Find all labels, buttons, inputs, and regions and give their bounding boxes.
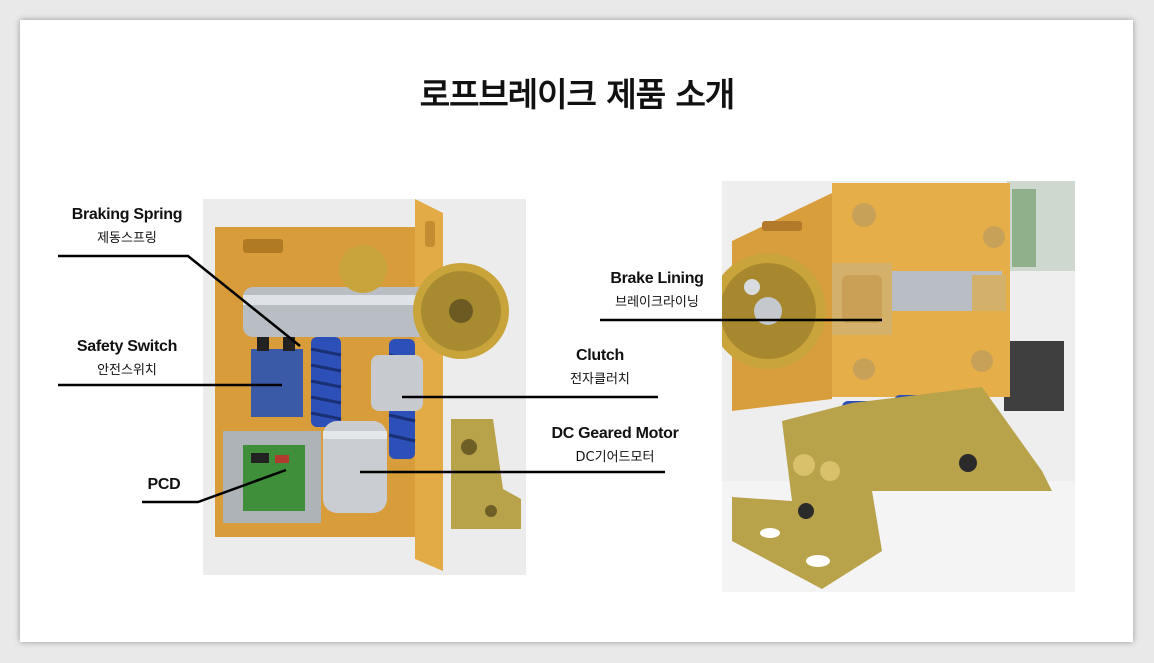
label-brake-lining-ko: 브레이크라이닝 xyxy=(615,295,699,310)
label-clutch: Clutch 전자클러치 xyxy=(540,347,660,387)
label-braking-spring: Braking Spring 제동스프링 xyxy=(60,206,194,246)
rope-brake-side-photo xyxy=(722,181,1075,592)
label-clutch-en: Clutch xyxy=(576,347,624,364)
label-safety-switch-en: Safety Switch xyxy=(76,338,178,355)
label-braking-spring-ko: 제동스프링 xyxy=(97,231,157,246)
label-dc-geared-motor: DC Geared Motor DC기어드모터 xyxy=(520,425,710,465)
label-safety-switch-ko: 안전스위치 xyxy=(97,363,157,378)
label-pcd-en: PCD xyxy=(147,476,181,493)
slide-title: 로프브레이크 제품 소개 xyxy=(419,75,736,114)
label-pcd: PCD xyxy=(132,476,196,494)
label-brake-lining: Brake Lining 브레이크라이닝 xyxy=(592,270,722,310)
rope-brake-front-photo xyxy=(203,199,526,575)
label-dc-geared-motor-en: DC Geared Motor xyxy=(551,425,679,442)
label-clutch-ko: 전자클러치 xyxy=(570,372,630,387)
label-safety-switch: Safety Switch 안전스위치 xyxy=(60,338,194,378)
label-dc-geared-motor-ko: DC기어드모터 xyxy=(575,450,655,465)
label-braking-spring-en: Braking Spring xyxy=(71,206,183,223)
label-brake-lining-en: Brake Lining xyxy=(610,270,704,287)
